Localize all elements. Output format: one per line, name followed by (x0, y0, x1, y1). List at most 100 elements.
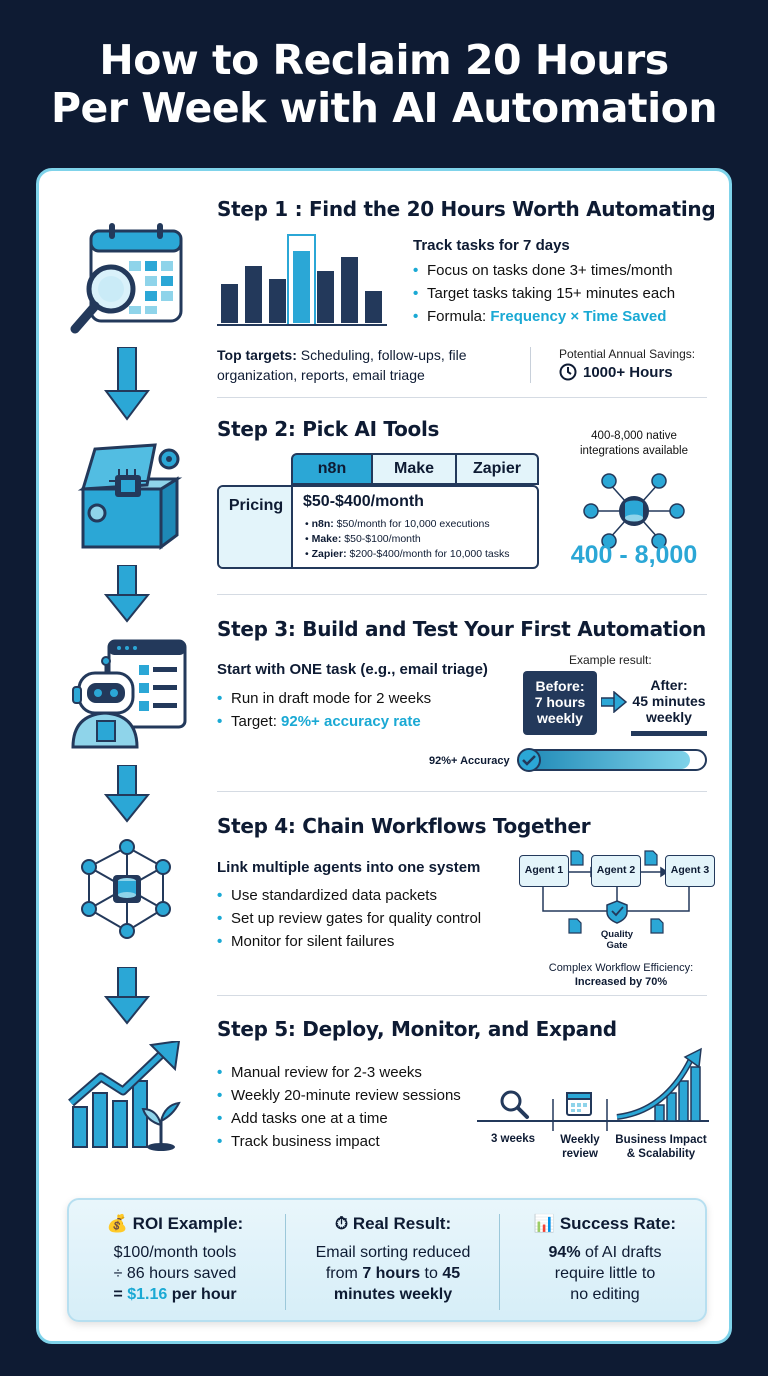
example-result-label: Example result: (569, 653, 652, 667)
success-rate-col: 📊 Success Rate: 94% of AI drafts require… (499, 1214, 711, 1305)
roi-line-1: $100/month tools (113, 1244, 237, 1261)
frequency-bar (341, 257, 358, 323)
savings-value: 1000+ Hours (583, 363, 673, 381)
divider (217, 995, 707, 996)
top-targets: Top targets: Scheduling, follow-ups, fil… (217, 345, 517, 385)
success-pct: 94% (548, 1244, 581, 1261)
timeline-weekly-review: Weekly review (560, 1134, 600, 1160)
step-4-heading: Link multiple agents into one system (217, 859, 481, 876)
list-item: Target: 92%+ accuracy rate (217, 710, 431, 733)
formula-label: Formula: (427, 308, 491, 325)
tool-zapier-header: Zapier (457, 453, 539, 485)
roi-eq: = (113, 1286, 128, 1303)
timeline-3-weeks: 3 weeks (490, 1133, 536, 1145)
savings-label: Potential Annual Savings: (559, 347, 696, 361)
list-item: Formula: Frequency × Time Saved (413, 305, 675, 328)
stopwatch-icon: ⏱ (334, 1214, 349, 1233)
agent-workflow-diagram: Agent 1 Agent 2 Agent 3 Quality Gate (519, 849, 719, 959)
list-item: • n8n: $50/month for 10,000 executions (305, 518, 490, 530)
list-item: Use standardized data packets (217, 884, 481, 907)
calendar-magnifier-icon (69, 221, 189, 336)
pricing-row: Pricing $50-$400/month • n8n: $50/month … (217, 485, 539, 569)
timeline-business-impact: Business Impact & Scalability (615, 1134, 707, 1160)
top-targets-text: Scheduling, follow-ups, file organizatio… (217, 347, 467, 383)
arrow-down-icon (103, 564, 151, 630)
formula-value: Frequency × Time Saved (490, 308, 667, 325)
list-item: Weekly 20-minute review sessions (217, 1084, 461, 1107)
real-result-line-3: minutes weekly (333, 1286, 453, 1303)
top-targets-label: Top targets: (217, 347, 297, 363)
rr-before: 7 hours (362, 1265, 421, 1282)
step-1-heading: Track tasks for 7 days (413, 237, 570, 254)
detail-name: Make: (311, 533, 342, 545)
roi-line-2: ÷ 86 hours saved (113, 1265, 237, 1282)
divider (499, 1214, 500, 1310)
integrations-hub-icon (579, 461, 689, 561)
clock-icon (559, 363, 577, 381)
robot-icon (69, 637, 189, 749)
tools-pricing-table: n8n Make Zapier Pricing $50-$400/month •… (217, 453, 539, 569)
detail-text: $200-$400/month for 10,000 tasks (346, 548, 510, 560)
pricing-label-cell: Pricing (219, 487, 293, 567)
roi-example-title: ROI Example: (132, 1214, 244, 1233)
frequency-bar (221, 284, 238, 323)
integrations-count: 400 - 8,000 (570, 541, 698, 569)
real-result-col: ⏱ Real Result: Email sorting reduced fro… (287, 1214, 499, 1305)
divider (285, 1214, 286, 1310)
agent-3-box: Agent 3 (665, 855, 715, 887)
money-bag-icon: 💰 (106, 1214, 128, 1233)
divider (217, 791, 707, 792)
after-value: 45 minutes (632, 693, 706, 709)
rr-from: from (325, 1265, 363, 1282)
before-unit: weekly (537, 710, 583, 726)
page-title: How to Reclaim 20 Hours Per Week with AI… (0, 36, 768, 132)
agent-1-box: Agent 1 (519, 855, 569, 887)
step-3-bullets: Run in draft mode for 2 weeks Target: 92… (217, 687, 431, 733)
agent-2-box: Agent 2 (591, 855, 641, 887)
detail-name: n8n: (311, 518, 334, 530)
step-5-bullets: Manual review for 2-3 weeks Weekly 20-mi… (217, 1061, 461, 1153)
list-item: Run in draft mode for 2 weeks (217, 687, 431, 710)
list-item: Focus on tasks done 3+ times/month (413, 259, 675, 282)
frequency-bar (365, 291, 382, 323)
roi-summary-panel: 💰 ROI Example: $100/month tools ÷ 86 hou… (67, 1198, 707, 1322)
before-box: Before: 7 hours weekly (523, 671, 597, 735)
pricing-label: Pricing (228, 497, 284, 514)
title-line-2: Per Week with AI Automation (50, 84, 718, 132)
list-item: Set up review gates for quality control (217, 907, 481, 930)
roi-rate: $1.16 (127, 1286, 168, 1303)
divider (217, 397, 707, 398)
list-item: • Make: $50-$100/month (305, 533, 421, 545)
target-value: 92%+ accuracy rate (281, 713, 421, 730)
after-box: After: 45 minutes weekly (629, 677, 709, 725)
real-result-line-1: Email sorting reduced (315, 1244, 471, 1261)
title-line-1: How to Reclaim 20 Hours (99, 36, 669, 84)
before-value: 7 hours (534, 694, 586, 710)
frequency-bar (317, 271, 334, 323)
task-frequency-bars (217, 233, 387, 329)
network-database-icon (75, 839, 179, 939)
arrow-down-icon (104, 346, 150, 428)
arrow-down-icon (103, 764, 151, 830)
success-line-2: require little to (554, 1265, 656, 1282)
list-item: • Zapier: $200-$400/month for 10,000 tas… (305, 548, 510, 560)
accuracy-bar (519, 749, 707, 771)
list-item: Track business impact (217, 1130, 461, 1153)
tool-n8n-header: n8n (291, 453, 373, 485)
detail-name: Zapier: (311, 548, 347, 560)
price-details: • n8n: $50/month for 10,000 executions •… (305, 517, 509, 562)
bar-chart-icon: 📊 (533, 1214, 556, 1233)
success-line-3: no editing (570, 1286, 640, 1303)
growth-chart-icon (67, 1039, 191, 1151)
step-5-title: Step 5: Deploy, Monitor, and Expand (217, 1017, 617, 1041)
deployment-timeline: 3 weeks Weekly review Business Impact & … (477, 1047, 709, 1167)
list-item: Manual review for 2-3 weeks (217, 1061, 461, 1084)
savings-value-row: 1000+ Hours (559, 363, 673, 381)
list-item: Add tasks one at a time (217, 1107, 461, 1130)
success-rate-title: Success Rate: (559, 1214, 677, 1233)
integrations-caption: 400-8,000 native integrations available (579, 430, 689, 457)
list-item: Monitor for silent failures (217, 930, 481, 953)
list-item: Target tasks taking 15+ minutes each (413, 282, 675, 305)
frequency-bar (269, 279, 286, 323)
after-label: After: (650, 677, 688, 693)
